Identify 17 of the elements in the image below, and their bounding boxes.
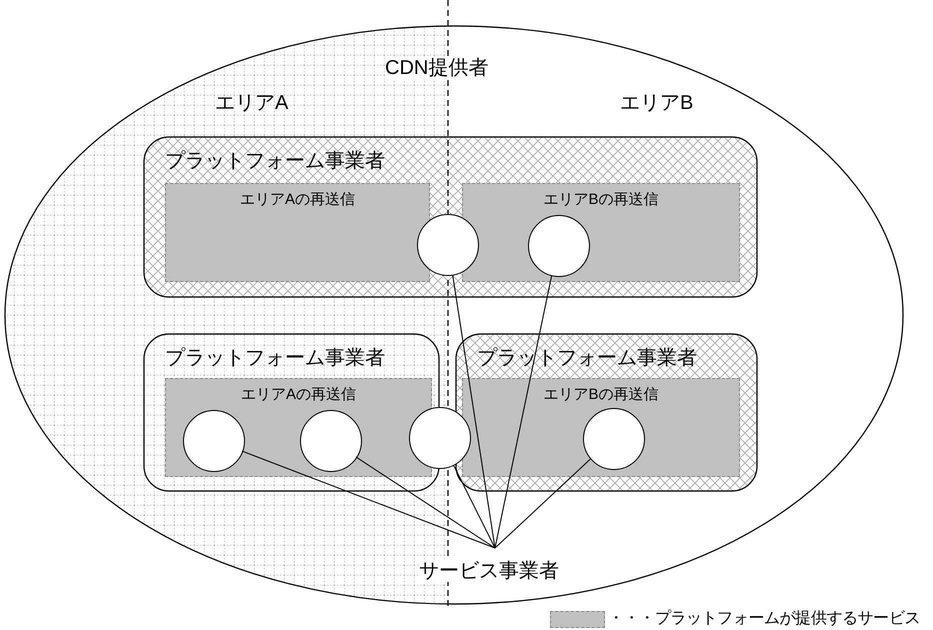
legend-text: ・・・プラットフォームが提供するサービス	[608, 610, 920, 628]
service-box: エリアAの再送信	[165, 378, 432, 477]
connector-line	[494, 458, 591, 548]
area-label: エリアB	[620, 92, 694, 114]
connector-line	[355, 456, 496, 548]
platform-title: プラットフォーム事業者	[477, 347, 697, 369]
provider-name: CDN提供者	[385, 57, 488, 79]
platform-title: プラットフォーム事業者	[165, 150, 385, 172]
platform-title: プラットフォーム事業者	[165, 347, 385, 369]
service-box: エリアAの再送信	[165, 183, 430, 282]
service-provider-label: サービス事業者	[419, 560, 559, 582]
service-box: エリアBの再送信	[462, 378, 740, 477]
connector-line	[241, 450, 496, 548]
area-label: エリアA	[215, 92, 288, 114]
connector-line	[453, 465, 496, 548]
connector-line	[452, 275, 496, 548]
service-box: エリアBの再送信	[462, 183, 740, 282]
